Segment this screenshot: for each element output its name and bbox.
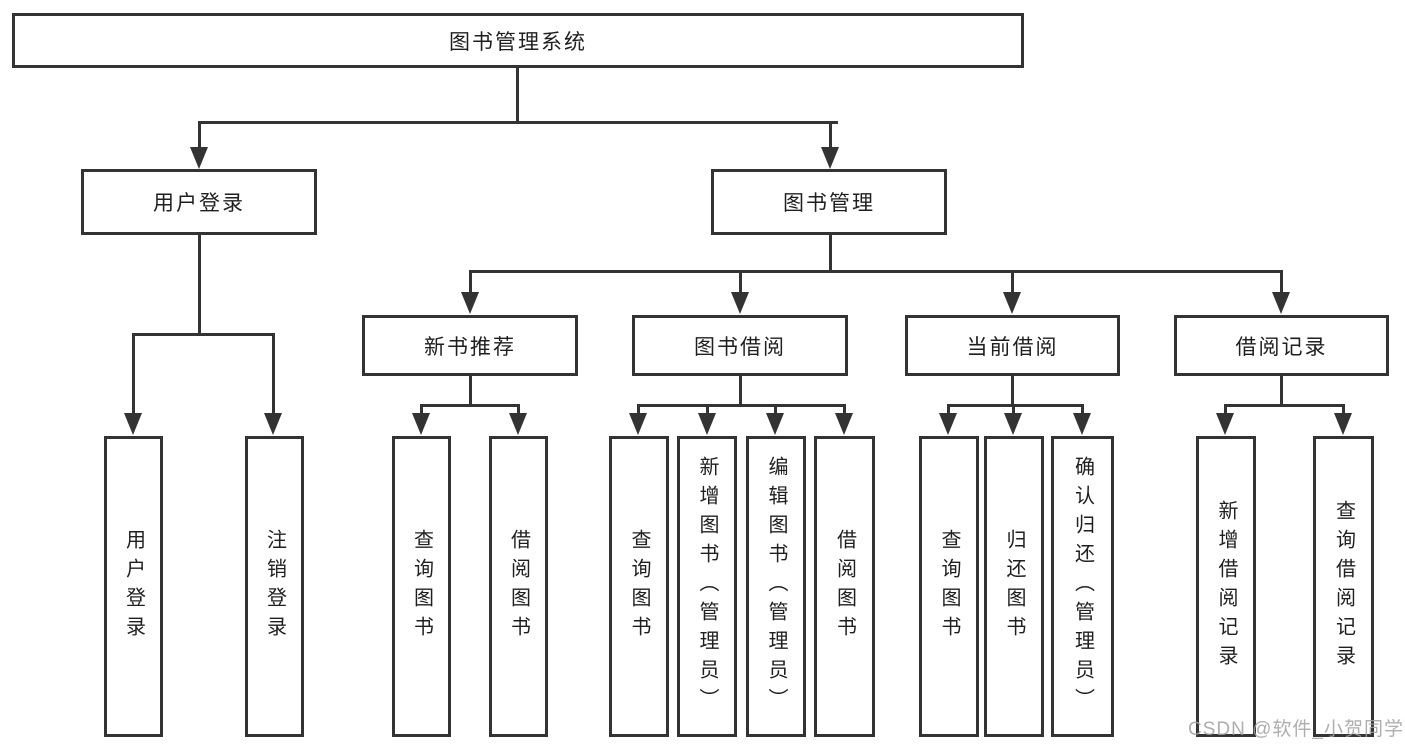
arrow-down-icon: [731, 292, 749, 314]
arrow-down-icon: [1272, 292, 1290, 314]
leaf-add-borrow-record-label: 新增借阅记录: [1215, 499, 1237, 674]
connector-line: [774, 404, 777, 416]
arrow-down-icon: [1216, 413, 1234, 435]
leaf-query-borrow-record-label: 查询借阅记录: [1332, 499, 1355, 674]
leaf-edit-books-admin: 编辑图书（管理员）: [746, 436, 806, 737]
arrow-down-icon: [835, 413, 853, 435]
leaf-add-borrow-record: 新增借阅记录: [1196, 436, 1256, 737]
connector-line: [829, 121, 832, 149]
leaf-borrow-books-recommend: 借阅图书: [489, 436, 548, 737]
node-root-label: 图书管理系统: [449, 30, 587, 54]
connector-line: [843, 404, 846, 416]
node-current-borrowing: 当前借阅: [905, 315, 1120, 376]
arrow-down-icon: [1073, 413, 1091, 435]
leaf-user-login-label: 用户登录: [122, 528, 145, 645]
leaf-logout-label: 注销登录: [263, 528, 286, 645]
leaf-logout: 注销登录: [245, 436, 304, 737]
connector-line: [1342, 404, 1345, 416]
connector-line: [1224, 404, 1227, 416]
connector-line: [517, 404, 520, 416]
leaf-confirm-return-admin: 确认归还（管理员）: [1051, 436, 1114, 737]
arrow-down-icon: [190, 147, 208, 169]
connector-line: [706, 404, 709, 416]
connector-line: [1011, 270, 1014, 295]
leaf-user-login: 用户登录: [104, 436, 163, 737]
leaf-query-books-borrowing: 查询图书: [609, 436, 669, 737]
leaf-borrow-books-recommend-label: 借阅图书: [507, 528, 530, 645]
connector-line: [829, 232, 832, 273]
connector-line: [637, 404, 640, 416]
leaf-return-books-label: 归还图书: [1003, 528, 1025, 645]
leaf-query-books-current-label: 查询图书: [938, 528, 960, 645]
connector-line: [637, 404, 846, 407]
arrow-down-icon: [821, 147, 839, 169]
arrow-down-icon: [1334, 413, 1352, 435]
connector-line: [1280, 374, 1283, 407]
leaf-borrow-books-borrowing: 借阅图书: [814, 436, 875, 737]
node-borrowing-records: 借阅记录: [1174, 315, 1389, 376]
connector-line: [947, 404, 1084, 407]
arrow-down-icon: [629, 413, 647, 435]
node-book-borrowing-label: 图书借阅: [694, 335, 786, 359]
arrow-down-icon: [939, 413, 957, 435]
arrow-down-icon: [766, 413, 784, 435]
connector-line: [469, 270, 472, 295]
connector-line: [1081, 404, 1084, 416]
connector-line: [469, 374, 472, 407]
connector-line: [947, 404, 950, 416]
arrow-down-icon: [1004, 413, 1022, 435]
arrow-down-icon: [461, 292, 479, 314]
node-borrowing-records-label: 借阅记录: [1235, 335, 1328, 359]
leaf-return-books: 归还图书: [984, 436, 1044, 737]
arrow-down-icon: [412, 413, 430, 435]
connector-line: [1012, 404, 1015, 416]
node-book-borrowing: 图书借阅: [632, 315, 848, 376]
connector-line: [198, 232, 201, 335]
connector-line: [1011, 374, 1014, 407]
leaf-add-books-admin: 新增图书（管理员）: [677, 436, 737, 737]
connector-line: [420, 404, 520, 407]
arrow-down-icon: [264, 413, 282, 435]
node-current-borrowing-label: 当前借阅: [966, 335, 1059, 359]
node-book-management: 图书管理: [711, 169, 947, 235]
arrow-down-icon: [698, 413, 716, 435]
arrow-down-icon: [124, 413, 142, 435]
node-book-management-label: 图书管理: [783, 192, 875, 215]
connector-line: [272, 333, 275, 415]
connector-line: [198, 121, 838, 124]
leaf-query-books-recommend: 查询图书: [392, 436, 451, 737]
leaf-add-books-admin-label: 新增图书（管理员）: [696, 456, 718, 717]
node-user-login-label: 用户登录: [153, 192, 245, 215]
connector-line: [132, 333, 135, 415]
node-user-login: 用户登录: [81, 169, 317, 235]
leaf-edit-books-admin-label: 编辑图书（管理员）: [765, 456, 787, 717]
leaf-query-borrow-record: 查询借阅记录: [1313, 436, 1374, 737]
leaf-borrow-books-borrowing-label: 借阅图书: [833, 528, 856, 645]
csdn-watermark: CSDN @软件_小贺同学: [1188, 719, 1404, 740]
node-new-book-recommend: 新书推荐: [362, 315, 578, 376]
arrow-down-icon: [1003, 292, 1021, 314]
connector-line: [1224, 404, 1345, 407]
leaf-confirm-return-admin-label: 确认归还（管理员）: [1071, 456, 1094, 717]
connector-line: [198, 121, 201, 149]
leaf-query-books-recommend-label: 查询图书: [410, 528, 433, 645]
connector-line: [420, 404, 423, 416]
leaf-query-books-borrowing-label: 查询图书: [628, 528, 650, 645]
leaf-query-books-current: 查询图书: [919, 436, 979, 737]
connector-line: [739, 374, 742, 407]
connector-line: [739, 270, 742, 295]
connector-line: [516, 66, 519, 124]
connector-line: [1280, 270, 1283, 295]
connector-line: [469, 270, 1283, 273]
node-root: 图书管理系统: [12, 13, 1024, 68]
node-new-book-recommend-label: 新书推荐: [424, 335, 516, 359]
connector-line: [132, 333, 275, 336]
arrow-down-icon: [509, 413, 527, 435]
